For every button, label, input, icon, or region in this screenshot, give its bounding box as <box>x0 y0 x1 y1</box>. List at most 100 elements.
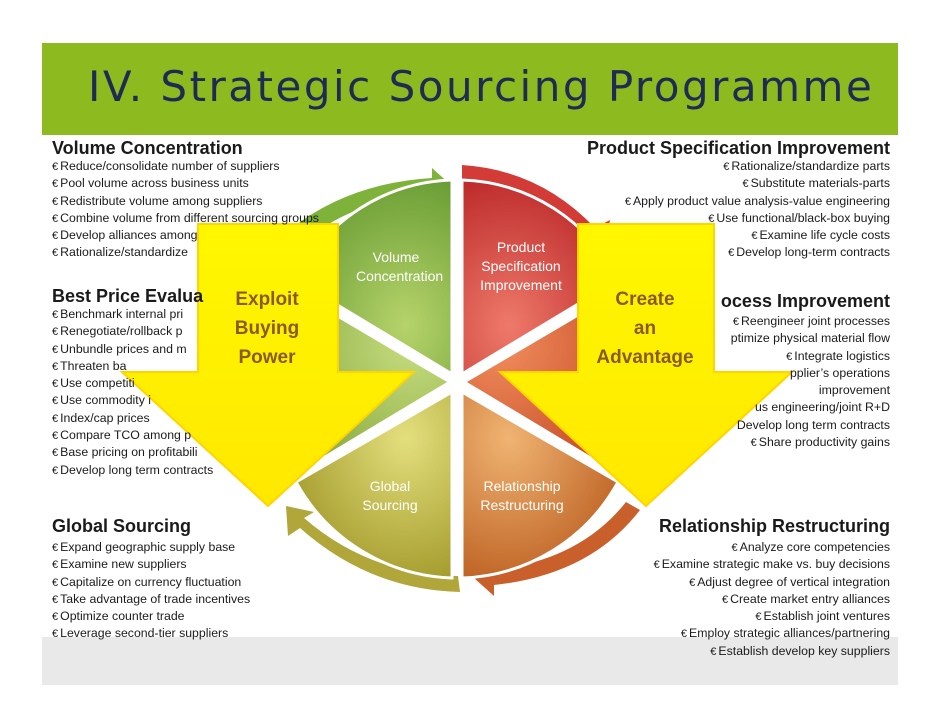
wedge-relationship-restructuring <box>460 389 621 580</box>
bullet-euro-icon: € <box>52 212 59 225</box>
create-an-advantage-label: Create an Advantage <box>596 289 694 368</box>
exploit-buying-power-label: Exploit Buying Power <box>234 289 300 368</box>
bullet-euro-icon: € <box>52 378 59 391</box>
title-bar <box>42 43 898 135</box>
bullet-euro-icon: € <box>708 212 715 225</box>
list-item: €Expand geographic supply base <box>52 540 236 554</box>
list-item: €Integrate logistics <box>786 348 890 363</box>
wedge-label-volume-concentration: Volume Concentration <box>356 249 444 284</box>
list-item: €Use competiti <box>52 376 135 391</box>
bullet-euro-icon: € <box>750 437 757 450</box>
list-item: €Use functional/black-box buying <box>708 210 890 225</box>
bullet-euro-icon: € <box>52 326 59 339</box>
bullet-euro-icon: € <box>52 430 59 443</box>
bullet-euro-icon: € <box>653 559 660 572</box>
list-item: €Reengineer joint processes <box>732 314 890 328</box>
list-item: €Examine new suppliers <box>52 557 187 572</box>
process-improvement-list: €Reengineer joint processes ptimize phys… <box>731 313 890 451</box>
bullet-euro-icon: € <box>786 350 793 363</box>
list-item: €Reduce/consolidate number of suppliers <box>52 159 280 173</box>
product-specification-title: Product Specification Improvement <box>586 138 890 158</box>
product-specification-list: €Rationalize/standardize parts €Substitu… <box>625 158 890 262</box>
bullet-euro-icon: € <box>52 309 59 321</box>
process-improvement-title: ocess Improvement <box>720 291 890 311</box>
bullet-euro-icon: € <box>52 360 59 373</box>
list-item: €Adjust degree of vertical integration <box>689 574 890 589</box>
list-item: €Create market entry alliances <box>721 591 890 606</box>
list-item: €Share productivity gains <box>750 435 890 450</box>
bullet-euro-icon: € <box>680 628 688 641</box>
list-item: €Optimize counter trade <box>52 609 185 624</box>
bullet-euro-icon: € <box>52 178 59 191</box>
bullet-euro-icon: € <box>52 343 59 356</box>
list-item: €Index/cap prices <box>52 410 150 425</box>
global-sourcing-title: Global Sourcing <box>52 516 192 536</box>
bullet-euro-icon: € <box>742 178 749 191</box>
bullet-euro-icon: € <box>52 195 59 208</box>
list-item: €Pool volume across business units <box>52 176 249 191</box>
list-item: €Benchmark internal pri <box>52 307 184 321</box>
bullet-euro-icon: € <box>732 316 739 328</box>
ring-arrow-bottom-right <box>474 502 640 596</box>
ring-arrow-bottom-left <box>286 506 460 592</box>
list-item: €Develop long-term contracts <box>728 245 890 260</box>
wedge-label-product-specification: Product Specification Improvement <box>480 239 562 293</box>
bullet-euro-icon: € <box>52 247 59 260</box>
list-item: €Compare TCO among p <box>52 428 192 443</box>
list-item: €Develop long term contracts <box>52 462 214 477</box>
list-item: €Establish joint ventures <box>755 609 890 624</box>
list-item: €Rationalize/standardize <box>52 245 188 260</box>
bullet-euro-icon: € <box>721 593 729 606</box>
list-item: €Use commodity i <box>52 393 152 408</box>
global-sourcing-list: €Expand geographic supply base €Examine … <box>52 539 250 643</box>
bullet-euro-icon: € <box>52 395 59 408</box>
bullet-euro-icon: € <box>52 230 59 243</box>
list-item: €Examine life cycle costs <box>751 228 890 243</box>
bullet-euro-icon: € <box>52 464 59 477</box>
page-title: IV. Strategic Sourcing Programme <box>88 62 875 111</box>
bullet-euro-icon: € <box>755 611 762 624</box>
wedge-global-sourcing <box>293 389 454 580</box>
list-item: improvement <box>818 383 890 398</box>
wedge-label-relationship-restructuring: Relationship Restructuring <box>480 478 564 513</box>
bullet-euro-icon: € <box>624 195 631 208</box>
list-item: €Take advantage of trade incentives <box>52 591 251 606</box>
list-item: €Leverage second-tier suppliers <box>52 626 229 641</box>
list-item: €Examine strategic make vs. buy decision… <box>653 557 890 572</box>
list-item: €Threaten ba <box>52 358 127 373</box>
list-item: €Redistribute volume among suppliers <box>52 193 263 208</box>
list-item: €Establish develop key suppliers <box>710 643 890 658</box>
list-item: €Renegotiate/rollback p <box>52 324 183 339</box>
list-item: €Base pricing on profitabili <box>52 445 198 460</box>
bullet-euro-icon: € <box>52 161 59 173</box>
footer-band <box>42 637 898 685</box>
list-item: €Apply product value analysis-value engi… <box>624 193 890 208</box>
bullet-euro-icon: € <box>52 628 59 641</box>
list-item: us engineering/joint R+D <box>754 400 890 415</box>
bullet-euro-icon: € <box>52 576 59 589</box>
bullet-euro-icon: € <box>689 576 696 589</box>
exploit-buying-power-arrow <box>119 223 417 508</box>
bullet-euro-icon: € <box>731 542 738 554</box>
bullet-euro-icon: € <box>52 559 59 572</box>
list-item: €Combine volume from different sourcing … <box>52 210 319 225</box>
bullet-euro-icon: € <box>751 230 758 243</box>
volume-concentration-title: Volume Concentration <box>52 138 243 158</box>
bullet-euro-icon: € <box>52 412 59 425</box>
list-item: €Analyze core competencies <box>731 540 891 554</box>
list-item: Develop long term contracts <box>736 417 890 432</box>
bullet-euro-icon: € <box>728 247 735 260</box>
list-item: €Substitute materials-parts <box>742 176 890 191</box>
relationship-restructuring-list: €Analyze core competencies €Examine stra… <box>654 539 890 660</box>
best-price-evaluation-list: €Benchmark internal pri €Renegotiate/rol… <box>52 306 213 479</box>
list-item: €Unbundle prices and m <box>52 341 187 356</box>
bullet-euro-icon: € <box>52 447 59 460</box>
list-item: pplier’s operations <box>789 365 890 380</box>
list-item: €Employ strategic alliances/partnering <box>680 626 890 641</box>
relationship-restructuring-title: Relationship Restructuring <box>658 516 890 536</box>
list-item: ptimize physical material flow <box>730 331 890 346</box>
list-item: €Develop alliances among <box>52 228 198 243</box>
bullet-euro-icon: € <box>710 645 717 658</box>
wedge-label-global-sourcing: Global Sourcing <box>362 478 418 513</box>
best-price-evaluation-title: Best Price Evalua <box>52 286 204 306</box>
